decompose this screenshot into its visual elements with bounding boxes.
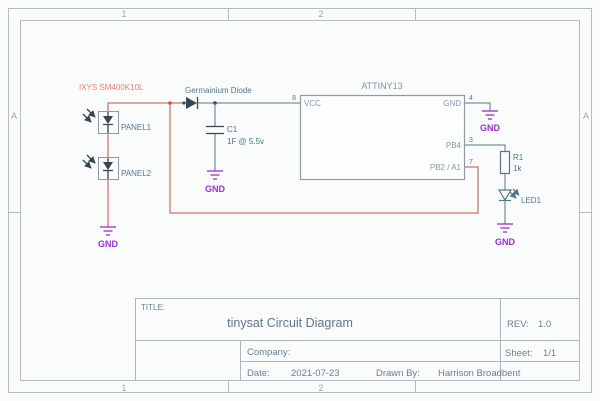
title-label: TITLE: [141, 303, 165, 312]
drawn-by-label: Drawn By: [376, 368, 420, 379]
pin-number-7: 7 [469, 159, 473, 166]
led-ref-label: LED1 [521, 196, 542, 205]
solar-panel-2[interactable]: PANEL2 [82, 154, 152, 180]
grid-label-bottom-2: 2 [318, 383, 323, 393]
ic-body[interactable] [299, 94, 466, 181]
sheet-label: Sheet: [505, 348, 532, 359]
pin-number-4: 4 [469, 95, 473, 102]
title-block[interactable]: TITLE: tinysat Circuit Diagram REV: 1.0 … [135, 298, 581, 382]
company-label: Company: [247, 347, 290, 358]
rev-value[interactable]: 1.0 [538, 319, 551, 330]
gnd-flag-ic[interactable]: GND [480, 110, 501, 133]
photodiode-body[interactable] [98, 111, 119, 134]
wire-pb4-resistor[interactable] [465, 144, 506, 151]
gnd-label: GND [205, 184, 226, 194]
junction-dot [168, 101, 172, 105]
gnd-flag-cap[interactable]: GND [205, 170, 226, 194]
light-arrow-icon [86, 108, 96, 118]
grid-label-top-2: 2 [318, 9, 323, 19]
sheet-title[interactable]: tinysat Circuit Diagram [227, 316, 353, 330]
led-led1[interactable]: LED1 [497, 188, 542, 205]
light-arrow-icon [82, 159, 92, 169]
germanium-diode[interactable]: Germainium Diode [185, 86, 252, 109]
sheet-value[interactable]: 1/1 [543, 348, 556, 359]
capacitor-c1[interactable]: C1 1F @ 5.5v [206, 125, 264, 146]
emission-arrow-icon [512, 188, 520, 196]
resistor-body[interactable] [499, 150, 511, 175]
wire-ic-gnd[interactable] [465, 102, 491, 111]
light-arrow-icon [82, 113, 92, 123]
drawn-by-value[interactable]: Harrison Broadbent [438, 368, 521, 379]
pin-name-vcc: VCC [304, 99, 321, 108]
grid-label-left-a: A [11, 111, 17, 121]
ic-name-label: ATTINY13 [361, 81, 402, 91]
emission-arrow-icon [509, 191, 517, 199]
gnd-label: GND [495, 237, 516, 247]
solar-panel-1[interactable]: PANEL1 [82, 108, 152, 134]
panel1-ref-label: PANEL1 [121, 123, 152, 132]
resistor-ref-label: R1 [513, 153, 524, 162]
photodiode-icon [103, 116, 113, 124]
date-label: Date: [247, 368, 270, 379]
wire-sense-loop-to-pb2[interactable] [169, 103, 479, 214]
panel2-ref-label: PANEL2 [121, 169, 152, 178]
led-icon [497, 189, 513, 202]
gnd-label: GND [480, 123, 501, 133]
resistor-r1[interactable]: R1 1k [499, 150, 524, 175]
pin-number-3: 3 [469, 137, 473, 144]
pin-name-pb2: PB2 / A1 [430, 163, 462, 172]
diode-icon [186, 97, 197, 109]
pin-name-pb4: PB4 [446, 141, 462, 150]
gnd-flag-panels[interactable]: GND [98, 226, 119, 249]
grid-label-top-1: 1 [121, 9, 126, 19]
photodiode-icon [103, 162, 113, 170]
junction-dot [182, 101, 186, 105]
diode-label: Germainium Diode [185, 86, 252, 95]
ic-attiny13[interactable]: ATTINY13 8 VCC 4 GND 3 PB4 7 PB2 / A1 [292, 81, 473, 181]
photodiode-body[interactable] [98, 157, 119, 180]
pin-name-gnd: GND [443, 99, 461, 108]
resistor-value-label: 1k [513, 164, 522, 173]
panel-part-number-label[interactable]: IXYS SM400K10L [79, 83, 144, 92]
wire-panel-to-diode[interactable] [107, 102, 183, 111]
sheet-frame: 1 2 1 2 A A [8, 8, 592, 393]
gnd-label: GND [98, 239, 119, 249]
grid-label-right-a: A [583, 111, 589, 121]
grid-label-bottom-1: 1 [121, 383, 126, 393]
light-arrow-icon [86, 154, 96, 164]
rev-label: REV: [507, 319, 529, 330]
cap-value-label: 1F @ 5.5v [227, 137, 264, 146]
wires[interactable] [107, 101, 506, 227]
gnd-flag-led[interactable]: GND [495, 223, 516, 247]
cap-ref-label: C1 [227, 125, 238, 134]
date-value[interactable]: 2021-07-23 [291, 368, 340, 379]
pin-number-8: 8 [292, 95, 296, 102]
